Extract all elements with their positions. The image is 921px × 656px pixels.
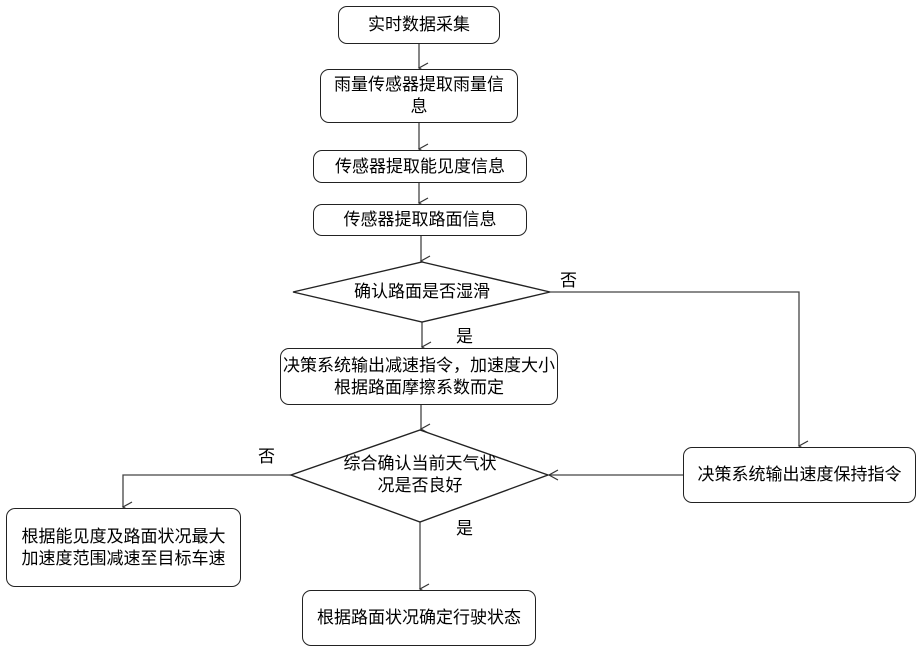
label-slippery-no: 否 (560, 271, 577, 291)
node-visibility-text: 传感器提取能见度信息 (335, 156, 505, 177)
node-max-decel-text: 根据能见度及路面状况最大加速度范围减速至目标车速 (21, 526, 226, 569)
node-visibility: 传感器提取能见度信息 (313, 150, 527, 183)
node-decelerate-text: 决策系统输出减速指令，加速度大小根据路面摩擦系数而定 (283, 355, 555, 398)
decision-slippery-text: 确认路面是否湿滑 (354, 282, 490, 302)
node-rain: 雨量传感器提取雨量信息 (320, 69, 518, 123)
node-max-decel: 根据能见度及路面状况最大加速度范围减速至目标车速 (6, 508, 241, 587)
arrow-decision-keep-speed (550, 291, 809, 452)
label-weather-no: 否 (258, 447, 275, 467)
decision-slippery-shape (292, 261, 551, 323)
node-rain-text: 雨量传感器提取雨量信息 (334, 75, 504, 117)
label-slippery-yes: 是 (456, 327, 473, 347)
label-weather-yes: 是 (456, 519, 473, 539)
node-collect-text: 实时数据采集 (368, 15, 470, 35)
decision-weather-text: 综合确认当前天气状况是否良好 (343, 454, 497, 496)
node-road-text: 传感器提取路面信息 (343, 210, 497, 230)
node-collect: 实时数据采集 (338, 6, 500, 44)
node-drive-state-text: 根据路面状况确定行驶状态 (317, 608, 521, 628)
node-keep-speed: 决策系统输出速度保持指令 (683, 447, 916, 503)
arrow-weather-max-decel (121, 474, 291, 513)
node-road: 传感器提取路面信息 (313, 204, 527, 236)
node-decelerate: 决策系统输出减速指令，加速度大小根据路面摩擦系数而定 (280, 348, 558, 405)
node-keep-speed-text: 决策系统输出速度保持指令 (697, 465, 902, 485)
decision-weather-shape (288, 429, 551, 523)
node-drive-state: 根据路面状况确定行驶状态 (302, 590, 536, 646)
